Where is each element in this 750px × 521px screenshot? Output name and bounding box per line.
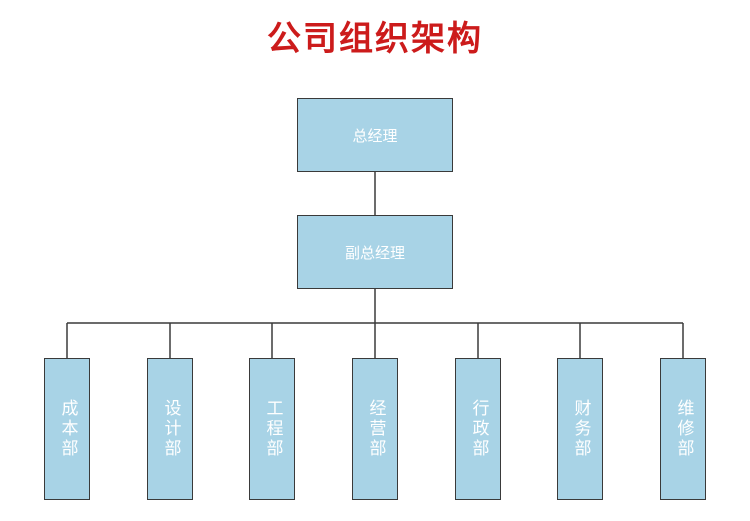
node-general-manager-label: 总经理 bbox=[352, 126, 398, 145]
department-label: 经营部 bbox=[365, 399, 386, 459]
department-label: 维修部 bbox=[673, 399, 694, 459]
department-label: 成本部 bbox=[57, 399, 78, 459]
department-label: 财务部 bbox=[570, 399, 591, 459]
node-department-maintenance: 维修部 bbox=[660, 358, 706, 500]
node-department-design: 设计部 bbox=[147, 358, 193, 500]
department-label: 工程部 bbox=[262, 399, 283, 459]
node-deputy-general-manager: 副总经理 bbox=[297, 215, 453, 289]
node-department-administration: 行政部 bbox=[455, 358, 501, 500]
node-department-business: 经营部 bbox=[352, 358, 398, 500]
node-general-manager: 总经理 bbox=[297, 98, 453, 172]
chart-title: 公司组织架构 bbox=[267, 19, 483, 59]
node-department-finance: 财务部 bbox=[557, 358, 603, 500]
node-deputy-general-manager-label: 副总经理 bbox=[344, 243, 405, 262]
node-department-engineering: 工程部 bbox=[249, 358, 295, 500]
node-department-cost: 成本部 bbox=[44, 358, 90, 500]
department-label: 行政部 bbox=[468, 399, 489, 459]
department-label: 设计部 bbox=[160, 399, 181, 459]
